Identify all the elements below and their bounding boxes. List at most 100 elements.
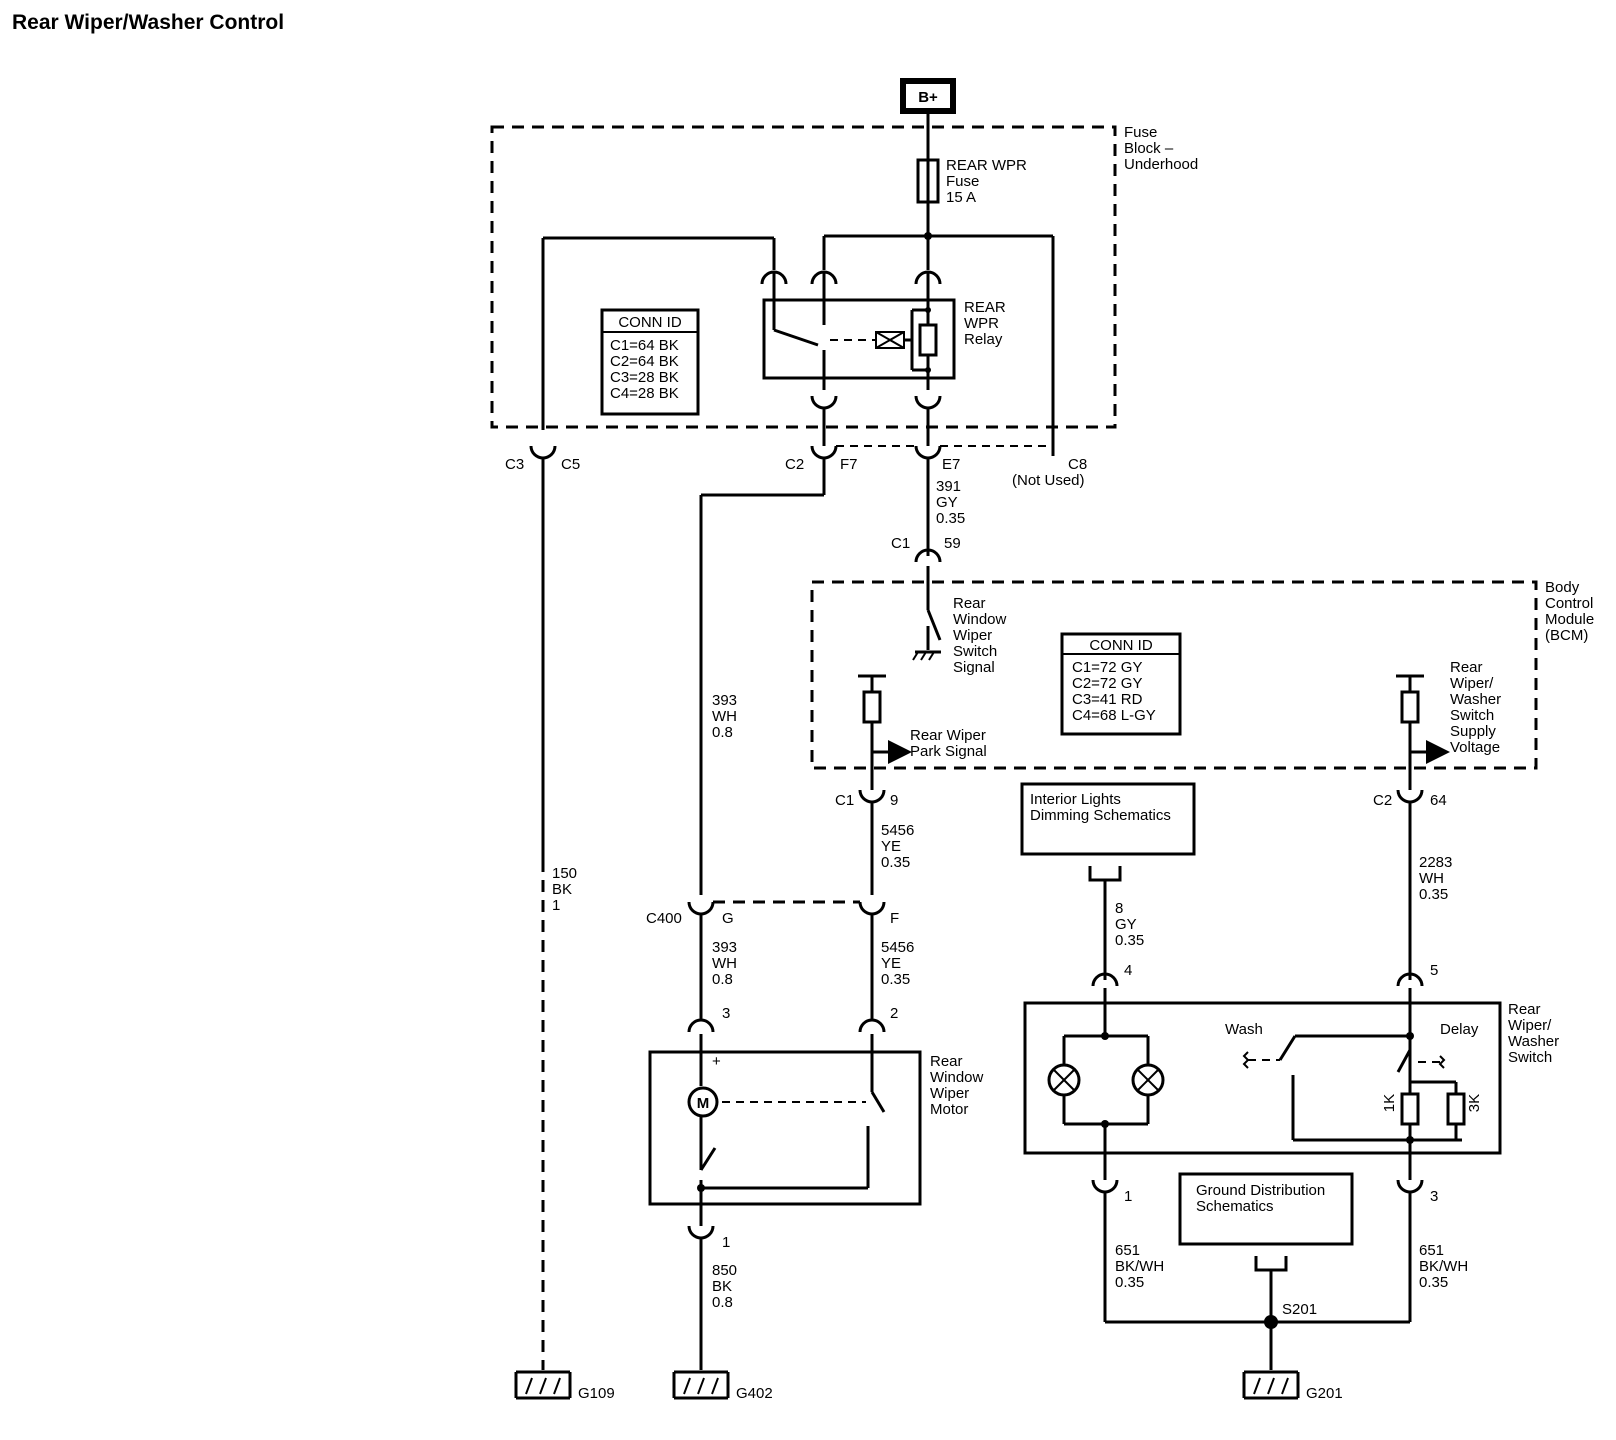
supply-voltage-1: Rear — [1450, 659, 1483, 676]
wire-2283-circuit: 2283 — [1419, 854, 1452, 871]
pin-f7: F7 — [840, 456, 858, 473]
ground-g109: G109 — [514, 1370, 615, 1402]
ground-g402: G402 — [672, 1370, 773, 1402]
rear-wpr-relay-symbol — [762, 298, 956, 380]
fuse-block-name-2: Block – — [1124, 140, 1174, 157]
splice-s201-dot — [1264, 1315, 1278, 1329]
splice-s201-label: S201 — [1282, 1301, 1317, 1318]
wire-8-circuit: 8 — [1115, 900, 1123, 917]
wire-5456-size: 0.35 — [881, 854, 910, 871]
switch-name-2: Wiper/ — [1508, 1017, 1552, 1034]
wire-8-size: 0.35 — [1115, 932, 1144, 949]
pin-c8: C8 — [1068, 456, 1087, 473]
resistor-3k-label: 3K — [1466, 1094, 1483, 1112]
wiper-switch-signal-4: Switch — [953, 643, 997, 660]
wire-150-color: BK — [552, 881, 572, 898]
pin-c5: C5 — [561, 456, 580, 473]
bcm-pin-c1-9-conn: C1 — [835, 792, 854, 809]
resistor-1k — [1400, 1092, 1420, 1126]
wire-850-size: 0.8 — [712, 1294, 733, 1311]
delay-label: Delay — [1440, 1021, 1479, 1038]
switch-name-3: Washer — [1508, 1033, 1559, 1050]
wiper-switch-signal-5: Signal — [953, 659, 995, 676]
wire-651a-size: 0.35 — [1115, 1274, 1144, 1291]
conn-id-row: C3=28 BK — [610, 369, 679, 386]
resistor-3k — [1446, 1092, 1466, 1126]
switch-pin-4: 4 — [1124, 962, 1132, 979]
ground-ref-1: Ground Distribution — [1196, 1182, 1325, 1199]
wire-150-size: 1 — [552, 897, 560, 914]
battery-power-source: B+ — [900, 78, 956, 114]
wire-5456b-size: 0.35 — [881, 971, 910, 988]
wire-5456-color: YE — [881, 838, 901, 855]
motor-plus: + — [712, 1053, 721, 1070]
wire-391-color: GY — [936, 494, 958, 511]
bcm-pin-c1-59-pin: 59 — [944, 535, 961, 552]
wire-393-circuit: 393 — [712, 692, 737, 709]
switch-name-4: Switch — [1508, 1049, 1552, 1066]
conn-id-row: C4=28 BK — [610, 385, 679, 402]
body-control-module: Body Control Module (BCM) Rear Window Wi… — [810, 566, 1594, 790]
wiper-switch-signal-1: Rear — [953, 595, 986, 612]
motor-name-2: Window — [930, 1069, 984, 1086]
wire-393b-circuit: 393 — [712, 939, 737, 956]
motor-name-1: Rear — [930, 1053, 963, 1070]
bcm-conn-id-row: C2=72 GY — [1072, 675, 1142, 692]
rear-window-wiper-motor: 3 2 + M Rear Window Wiper Motor 1 — [648, 1005, 984, 1251]
supply-voltage-5: Supply — [1450, 723, 1496, 740]
bcm-name-2: Control — [1545, 595, 1593, 612]
wire-391-size: 0.35 — [936, 510, 965, 527]
bcm-pin-c1-9-pin: 9 — [890, 792, 898, 809]
wire-393b-size: 0.8 — [712, 971, 733, 988]
resistor-1k-label: 1K — [1381, 1094, 1398, 1112]
bcm-conn-id-row: C1=72 GY — [1072, 659, 1142, 676]
bcm-conn-id-row: C3=41 RD — [1072, 691, 1143, 708]
wire-651b-color: BK/WH — [1419, 1258, 1468, 1275]
c400-pin-g: G — [722, 910, 734, 927]
wire-393b-color: WH — [712, 955, 737, 972]
wire-2283-color: WH — [1419, 870, 1444, 887]
fuse-block-conn-id-table: CONN ID C1=64 BK C2=64 BK C3=28 BK C4=28… — [600, 308, 700, 416]
rear-wiper-washer-switch: 4 5 Rear Wiper/ Washer Switch Wash — [1023, 962, 1559, 1205]
wire-651a-circuit: 651 — [1115, 1242, 1140, 1259]
park-signal-2: Park Signal — [910, 743, 987, 760]
pin-c2: C2 — [785, 456, 804, 473]
wire-651b-size: 0.35 — [1419, 1274, 1448, 1291]
relay-label-3: Relay — [964, 331, 1003, 348]
wire-850-color: BK — [712, 1278, 732, 1295]
bcm-pin-c2-64-conn: C2 — [1373, 792, 1392, 809]
bcm-pin-c2-64-pin: 64 — [1430, 792, 1447, 809]
switch-name-1: Rear — [1508, 1001, 1541, 1018]
bcm-pin-c1-59-conn: C1 — [891, 535, 910, 552]
interior-lights-reference-box: Interior Lights Dimming Schematics — [1020, 782, 1196, 882]
interior-ref-1: Interior Lights — [1030, 791, 1121, 808]
supply-voltage-3: Washer — [1450, 691, 1501, 708]
pin-not-used: (Not Used) — [1012, 472, 1085, 489]
b-plus-label: B+ — [918, 89, 938, 106]
conn-id-heading: CONN ID — [618, 314, 682, 331]
wire-5456b-color: YE — [881, 955, 901, 972]
bcm-conn-id-heading: CONN ID — [1089, 637, 1153, 654]
wire-393-color: WH — [712, 708, 737, 725]
connector-c400: C400 G F — [646, 900, 899, 927]
bcm-name-4: (BCM) — [1545, 627, 1588, 644]
bcm-conn-id-row: C4=68 L-GY — [1072, 707, 1156, 724]
conn-id-row: C1=64 BK — [610, 337, 679, 354]
wire-393-size: 0.8 — [712, 724, 733, 741]
park-signal-1: Rear Wiper — [910, 727, 986, 744]
motor-m-symbol: M — [697, 1095, 710, 1112]
wire-5456-circuit: 5456 — [881, 822, 914, 839]
relay-label-1: REAR — [964, 299, 1006, 316]
wire-651a-color: BK/WH — [1115, 1258, 1164, 1275]
bcm-name-1: Body — [1545, 579, 1580, 596]
wiper-switch-signal-2: Window — [953, 611, 1007, 628]
bcm-name-3: Module — [1545, 611, 1594, 628]
bcm-conn-id-table: CONN ID C1=72 GY C2=72 GY C3=41 RD C4=68… — [1060, 632, 1182, 736]
c400-label: C400 — [646, 910, 682, 927]
c400-pin-f: F — [890, 910, 899, 927]
fuse-block-name-3: Underhood — [1124, 156, 1198, 173]
motor-pin-2: 2 — [890, 1005, 898, 1022]
wire-391-circuit: 391 — [936, 478, 961, 495]
relay-label-2: WPR — [964, 315, 999, 332]
